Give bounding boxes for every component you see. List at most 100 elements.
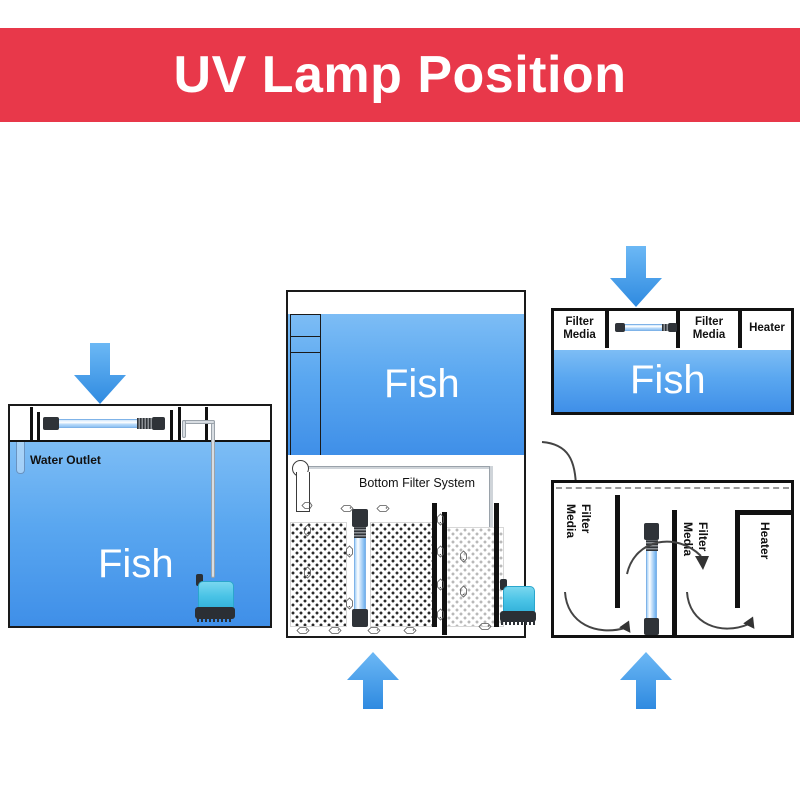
left-baffle-4 (178, 407, 181, 440)
uv-lamp-cap-bottom (644, 618, 659, 635)
pump-tubing-horizontal (182, 420, 215, 424)
fish-icon (328, 622, 342, 640)
water-outlet-label: Water Outlet (30, 453, 101, 467)
sump-baffle-3 (735, 510, 740, 608)
fish-icon (403, 622, 417, 640)
pump-body (502, 585, 536, 613)
uv-lamp-vertical-sump (644, 523, 659, 635)
down-arrow-right (608, 246, 664, 308)
uv-lamp-cap-top (644, 523, 659, 540)
center-baffle-1 (432, 503, 437, 627)
center-tank-water: Fish (288, 314, 524, 455)
pump-tubing-elbow (182, 420, 186, 438)
uv-lamp-cap-left (43, 417, 59, 430)
fish-icon (436, 578, 445, 596)
uv-lamp-vertical-center (352, 509, 368, 627)
bottom-filter-system-label: Bottom Filter System (359, 476, 475, 490)
uv-lamp-tube (646, 551, 657, 618)
center-tank-fish-label: Fish (384, 362, 460, 406)
uv-lamp-ballast-ribs (662, 323, 668, 332)
filter-media-block-1 (290, 522, 347, 627)
pump-outlet-neck (500, 578, 508, 591)
sump-baffle-1 (615, 495, 620, 608)
sump-flow-arrow-2 (626, 540, 709, 575)
right-tank-fish-label: Fish (630, 358, 706, 402)
uv-lamp-horizontal-left (43, 417, 165, 430)
uv-lamp-cap-bottom (352, 609, 368, 627)
center-tank-rim (288, 292, 524, 314)
center-baffle-2 (442, 512, 447, 635)
center-baffle-3 (494, 503, 499, 627)
fish-icon (436, 545, 445, 563)
uv-lamp-horizontal-right (615, 323, 677, 332)
pump-intake-bristles (501, 619, 535, 625)
uv-lamp-ballast-ribs (645, 540, 658, 551)
pump-outlet-neck (195, 573, 204, 586)
pump-base (194, 607, 236, 619)
left-tank-fish-label: Fish (98, 542, 174, 586)
fish-icon (296, 622, 310, 640)
sump-flow-arrow-3 (686, 591, 755, 630)
media-word: Media (692, 329, 726, 341)
fish-icon (459, 550, 468, 568)
uv-lamp-cap-right (152, 417, 165, 430)
left-baffle-3 (170, 410, 173, 440)
page-title: UV Lamp Position (173, 46, 627, 104)
compartment-filter-media-2-label: Filter Media (680, 310, 738, 348)
pump-body (198, 581, 234, 610)
water-outlet-pipe (16, 442, 25, 474)
filter-media-block-3 (446, 527, 504, 627)
uv-lamp-ballast-ribs (353, 527, 367, 538)
right-tank-divider-2 (676, 310, 680, 348)
left-tank-chamber-divider (10, 440, 270, 442)
uv-lamp-cap-left (615, 323, 625, 332)
fish-icon (345, 597, 354, 615)
sump-filter-media-1-label-2: Media (564, 504, 578, 539)
compartment-filter-media-1-label: Filter Media (554, 310, 605, 348)
return-tubing-down (489, 466, 493, 584)
right-tank-water: Fish (554, 350, 791, 412)
uv-lamp-ballast-ribs (137, 418, 152, 429)
right-tank-divider-1 (605, 310, 609, 348)
fish-icon (345, 545, 354, 563)
fish-icon (340, 500, 354, 518)
sump-baffle-2 (672, 510, 677, 635)
sump-water-line (556, 487, 789, 489)
pump-base (499, 610, 537, 622)
fish-icon (301, 497, 313, 515)
submersible-pump-left (193, 573, 237, 622)
uv-lamp-tube (625, 324, 662, 331)
sump-baffle-3-top (735, 510, 792, 515)
up-arrow-center (345, 652, 401, 710)
uv-lamp-cap-top (352, 509, 368, 527)
up-arrow-right (618, 652, 674, 710)
uv-lamp-tube (59, 419, 137, 428)
sump-flow-arrow-1 (564, 591, 631, 633)
fish-icon (376, 500, 390, 518)
filter-word: Filter (694, 315, 724, 328)
sump-heater-label: Heater (758, 522, 772, 560)
overflow-downpipe (296, 472, 310, 512)
fish-icon (436, 608, 445, 626)
submersible-pump-center (498, 578, 538, 625)
filter-word: Filter (565, 315, 594, 328)
fish-icon (303, 566, 312, 584)
overflow-box-slot (290, 336, 321, 353)
filter-media-block-2 (370, 522, 433, 627)
fish-icon (367, 622, 381, 640)
left-baffle-1 (30, 407, 33, 440)
fish-icon (303, 524, 312, 542)
uv-lamp-cap-right (668, 323, 677, 332)
fish-icon (436, 513, 445, 531)
fish-icon (478, 618, 492, 636)
pump-tubing-vertical (211, 420, 215, 578)
media-word: Media (563, 329, 596, 341)
uv-lamp-tube (354, 538, 366, 609)
page-header-banner: UV Lamp Position (0, 28, 800, 122)
right-tank-divider-3 (738, 310, 742, 348)
compartment-heater-label: Heater (749, 322, 785, 335)
pump-intake-bristles (196, 616, 234, 622)
sump-filter-media-1-label: Filter (579, 504, 593, 534)
return-tubing-top (303, 466, 491, 469)
